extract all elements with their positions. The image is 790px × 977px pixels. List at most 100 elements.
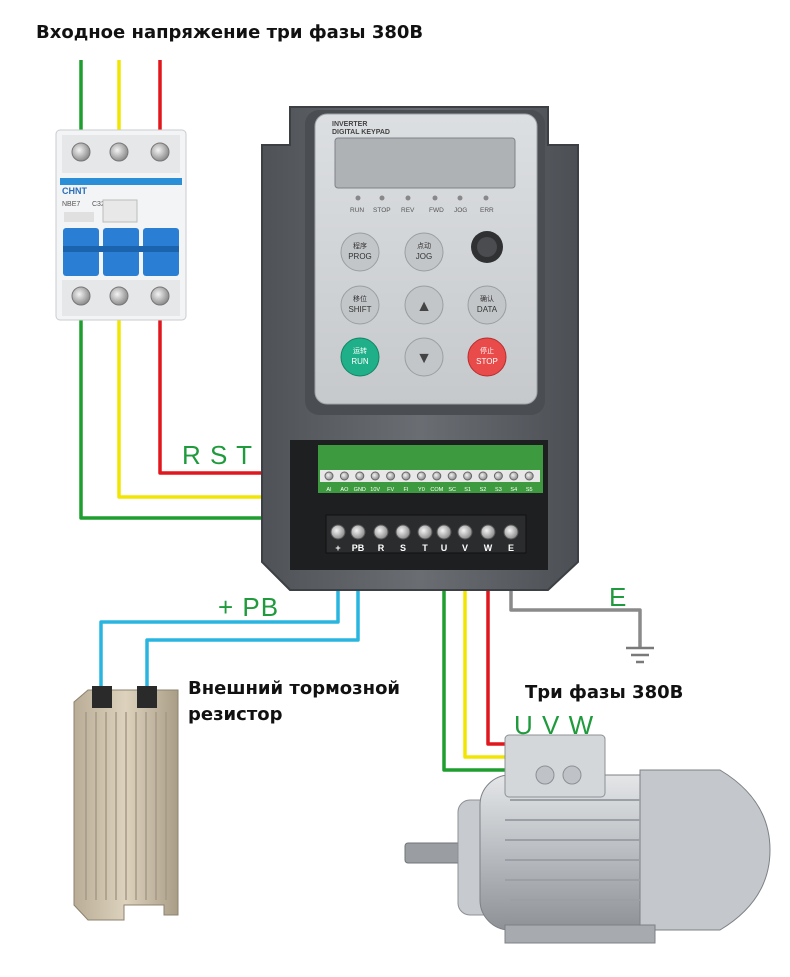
breaker-brand: CHNT <box>62 186 87 196</box>
control-terminal-label: AO <box>340 487 349 493</box>
power-terminal-screw <box>350 524 366 540</box>
power-terminal-label: PB <box>352 543 365 553</box>
power-terminal-screw <box>330 524 346 540</box>
power-terminal-label: T <box>422 543 428 553</box>
led-label: ERR <box>480 207 494 214</box>
power-terminal-screw <box>417 524 433 540</box>
svg-text:点动: 点动 <box>417 241 431 250</box>
potentiometer-knob[interactable] <box>471 231 503 263</box>
breaker-bottom-screw <box>71 286 91 306</box>
run-button[interactable]: 运转 RUN <box>340 337 380 377</box>
power-terminal-screw <box>436 524 452 540</box>
svg-text:运转: 运转 <box>353 346 367 355</box>
control-terminal-screw <box>401 471 411 481</box>
motor <box>404 734 771 944</box>
control-terminal-screw <box>447 471 457 481</box>
breaker-top-screw <box>71 142 91 162</box>
down-button[interactable]: ▼ <box>404 337 444 377</box>
down-arrow-icon: ▼ <box>416 350 432 367</box>
control-terminal-screw <box>509 471 519 481</box>
led-label: JOG <box>454 207 467 214</box>
svg-text:PROG: PROG <box>348 252 372 261</box>
control-terminal-screw <box>355 471 365 481</box>
motor-voltage-title: Три фазы 380В <box>525 682 684 703</box>
control-terminal-screw <box>463 471 473 481</box>
power-terminal-screw <box>480 524 496 540</box>
control-terminal-screw <box>416 471 426 481</box>
control-terminal-screw <box>324 471 334 481</box>
control-terminal-screw <box>493 471 503 481</box>
power-terminal-label: S <box>400 543 406 553</box>
led-err <box>483 195 489 201</box>
control-terminal-screw <box>370 471 380 481</box>
power-terminal-label: V <box>462 543 468 553</box>
power-terminal-labels: + PB R S T U V W E <box>335 543 514 553</box>
power-terminal-screw <box>395 524 411 540</box>
breaker-rating: C32 <box>92 201 105 208</box>
led-stop <box>379 195 385 201</box>
svg-text:移位: 移位 <box>353 294 367 303</box>
control-terminal-label: Y0 <box>418 487 425 493</box>
ground-icon <box>626 646 654 664</box>
svg-text:STOP: STOP <box>476 357 498 366</box>
control-terminal-label: S5 <box>526 487 533 493</box>
control-terminal-label: S1 <box>464 487 471 493</box>
led-rev <box>405 195 411 201</box>
input-voltage-title: Входное напряжение три фазы 380В <box>36 22 424 43</box>
power-terminal-label: W <box>484 543 493 553</box>
power-terminal-screw <box>457 524 473 540</box>
shift-button[interactable]: 移位 SHIFT <box>340 285 380 325</box>
control-terminal-label: FV <box>387 487 394 493</box>
brake-resistor-label-2: резистор <box>188 704 283 725</box>
control-terminal-label: 10V <box>370 487 380 493</box>
motor-terminal-box <box>504 734 606 798</box>
jog-button[interactable]: 点动 JOG <box>404 232 444 272</box>
data-button[interactable]: 确认 DATA <box>467 285 507 325</box>
control-terminal-label: GND <box>354 487 366 493</box>
motor-shaft <box>404 842 466 864</box>
power-terminal-screw <box>373 524 389 540</box>
svg-text:DATA: DATA <box>477 305 498 314</box>
control-terminal-label: AI <box>326 487 332 493</box>
uvw-label: U V W <box>514 710 595 740</box>
svg-text:程序: 程序 <box>353 241 367 250</box>
led-run <box>355 195 361 201</box>
power-terminal-label: E <box>508 543 514 553</box>
earth-label: E <box>609 582 628 612</box>
power-terminal-label: R <box>378 543 385 553</box>
control-terminal-label: COM <box>430 487 443 493</box>
power-terminal-screw <box>503 524 519 540</box>
wire-v-yellow <box>463 535 510 759</box>
stop-button[interactable]: 停止 STOP <box>467 337 507 377</box>
control-terminal-label: SC <box>448 487 456 493</box>
power-terminal-label: + <box>335 543 340 553</box>
wire-w-red <box>486 535 510 746</box>
up-arrow-icon: ▲ <box>416 298 432 315</box>
power-terminal-label: U <box>441 543 448 553</box>
power-terminal-screws <box>330 524 519 540</box>
led-label: RUN <box>350 207 364 214</box>
rst-label: R S T <box>182 440 253 470</box>
control-terminal-screw <box>432 471 442 481</box>
inverter: INVERTER DIGITAL KEYPAD RUN STOP REV FWD… <box>261 106 579 591</box>
control-terminal-screw <box>478 471 488 481</box>
led-label: REV <box>401 207 415 214</box>
control-terminal-strip <box>320 470 540 482</box>
svg-text:RUN: RUN <box>351 357 369 366</box>
control-terminal-screw <box>524 471 534 481</box>
prog-button[interactable]: 程序 PROG <box>340 232 380 272</box>
brake-resistor-label-1: Внешний тормозной <box>188 678 401 699</box>
breaker-bottom-screw <box>109 286 129 306</box>
led-jog <box>457 195 463 201</box>
keypad-header-2: DIGITAL KEYPAD <box>332 129 390 136</box>
up-button[interactable]: ▲ <box>404 285 444 325</box>
breaker-bottom-screw <box>150 286 170 306</box>
pb-label: + PB <box>218 592 280 622</box>
control-terminal-screw <box>339 471 349 481</box>
svg-text:确认: 确认 <box>480 294 494 303</box>
led-fwd <box>432 195 438 201</box>
svg-text:JOG: JOG <box>416 252 432 261</box>
control-terminal-label: S4 <box>510 487 517 493</box>
